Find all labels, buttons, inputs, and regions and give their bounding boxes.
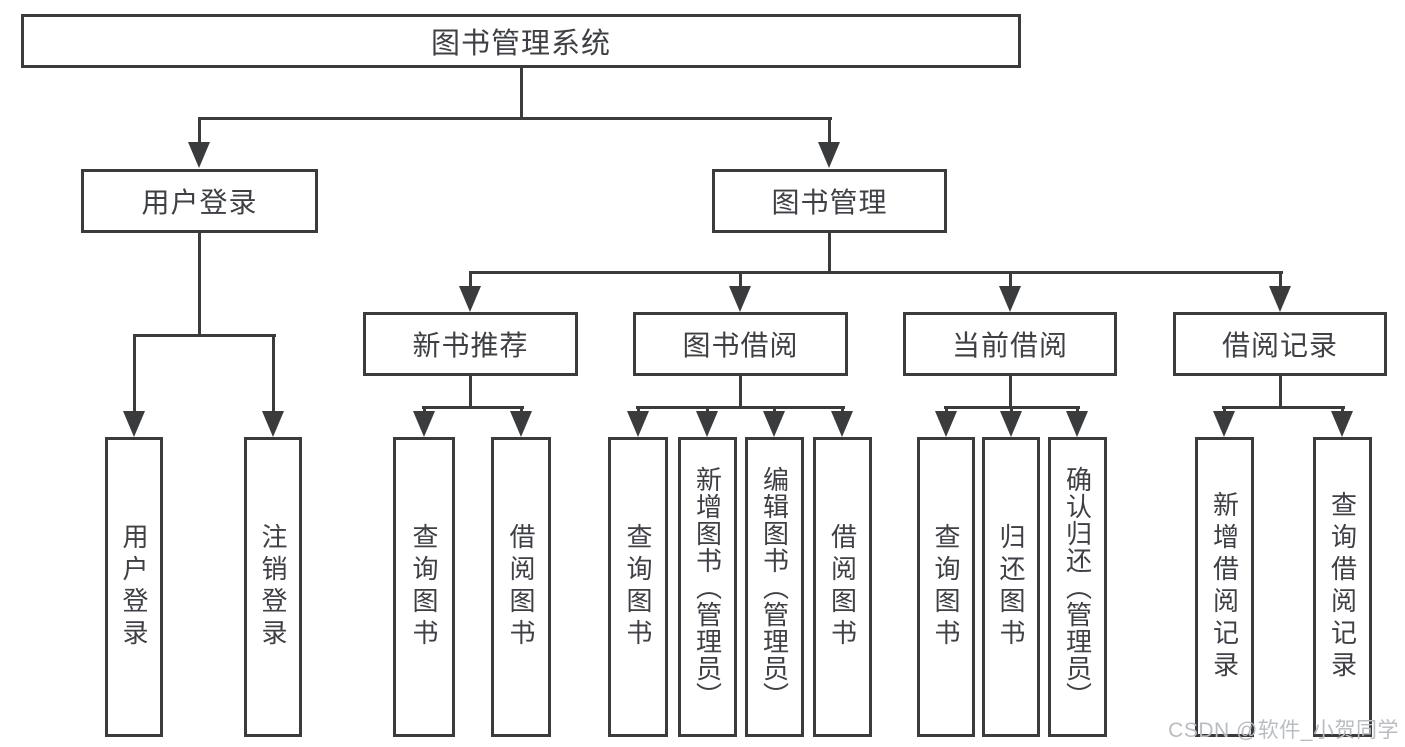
leaf-query-books-current: 查询图书	[917, 437, 975, 737]
arrowhead-down-icon	[818, 142, 840, 168]
leaf-return-books-label: 归还图书	[996, 523, 1026, 651]
node-root: 图书管理系统	[21, 14, 1021, 68]
arrowhead-down-icon	[459, 286, 481, 312]
connector-line	[469, 376, 472, 409]
connector-line	[636, 406, 845, 409]
leaf-add-borrow-record: 新增借阅记录	[1195, 437, 1254, 737]
arrowhead-down-icon	[1213, 411, 1235, 437]
leaf-query-borrow-record-label: 查询借阅记录	[1327, 491, 1358, 683]
csdn-watermark: CSDN @软件_小贺同学	[1168, 719, 1399, 742]
node-borrow-records-label: 借阅记录	[1221, 330, 1338, 361]
leaf-query-books-borrow: 查询图书	[608, 437, 668, 737]
node-book-management-label: 图书管理	[771, 187, 888, 218]
leaf-return-books: 归还图书	[982, 437, 1040, 737]
node-new-book-recommend: 新书推荐	[363, 312, 578, 376]
node-user-login-label: 用户登录	[141, 187, 258, 218]
arrowhead-down-icon	[1331, 411, 1353, 437]
connector-line	[520, 68, 523, 119]
leaf-user-login-label: 用户登录	[119, 523, 149, 651]
leaf-add-book-admin: 新增图书（管理员）	[678, 437, 737, 737]
leaf-add-book-admin-label: 新增图书（管理员）	[692, 465, 723, 709]
leaf-query-books-recommend: 查询图书	[393, 437, 455, 737]
leaf-logout-label: 注销登录	[258, 523, 288, 651]
connector-line	[198, 118, 201, 146]
arrowhead-down-icon	[935, 411, 957, 437]
node-current-borrow: 当前借阅	[903, 312, 1117, 376]
connector-line	[1009, 272, 1012, 290]
connector-line	[828, 233, 831, 274]
node-new-book-recommend-label: 新书推荐	[412, 330, 529, 361]
arrowhead-down-icon	[831, 411, 853, 437]
leaf-query-books-recommend-label: 查询图书	[409, 523, 439, 651]
leaf-confirm-return-admin-label: 确认归还（管理员）	[1062, 465, 1093, 709]
arrowhead-down-icon	[763, 411, 785, 437]
leaf-confirm-return-admin: 确认归还（管理员）	[1048, 437, 1107, 737]
node-book-borrow: 图书借阅	[633, 312, 848, 376]
arrowhead-down-icon	[510, 411, 532, 437]
arrowhead-down-icon	[262, 411, 284, 437]
node-root-label: 图书管理系统	[430, 28, 611, 60]
arrowhead-down-icon	[1269, 286, 1291, 312]
leaf-add-borrow-record-label: 新增借阅记录	[1209, 491, 1240, 683]
arrowhead-down-icon	[627, 411, 649, 437]
connector-line	[1009, 376, 1012, 409]
arrowhead-down-icon	[1066, 411, 1088, 437]
arrowhead-down-icon	[729, 286, 751, 312]
connector-line	[1279, 376, 1282, 409]
connector-line	[198, 117, 832, 120]
node-book-management: 图书管理	[712, 169, 947, 233]
leaf-edit-book-admin-label: 编辑图书（管理员）	[759, 465, 790, 709]
arrowhead-down-icon	[188, 142, 210, 168]
leaf-borrow-books: 借阅图书	[813, 437, 872, 737]
connector-line	[422, 406, 524, 409]
connector-line	[739, 272, 742, 290]
node-book-borrow-label: 图书借阅	[682, 330, 799, 361]
leaf-user-login: 用户登录	[105, 437, 163, 737]
connector-line	[133, 335, 136, 415]
connector-line	[739, 376, 742, 409]
leaf-borrow-books-label: 借阅图书	[827, 523, 858, 651]
arrowhead-down-icon	[413, 411, 435, 437]
leaf-logout: 注销登录	[244, 437, 302, 737]
connector-line	[198, 233, 201, 336]
connector-line	[133, 334, 276, 337]
arrowhead-down-icon	[1000, 411, 1022, 437]
connector-line	[469, 271, 1283, 274]
leaf-edit-book-admin: 编辑图书（管理员）	[745, 437, 804, 737]
node-borrow-records: 借阅记录	[1173, 312, 1387, 376]
leaf-query-books-borrow-label: 查询图书	[623, 523, 653, 651]
arrowhead-down-icon	[123, 411, 145, 437]
connector-line	[1279, 272, 1282, 290]
node-user-login: 用户登录	[81, 169, 318, 233]
connector-line	[272, 335, 275, 415]
connector-line	[1222, 406, 1345, 409]
leaf-query-borrow-record: 查询借阅记录	[1313, 437, 1372, 737]
leaf-borrow-books-recommend-label: 借阅图书	[506, 523, 536, 651]
leaf-query-books-current-label: 查询图书	[931, 523, 961, 651]
connector-line	[469, 272, 472, 290]
connector-line	[828, 118, 831, 146]
leaf-borrow-books-recommend: 借阅图书	[491, 437, 551, 737]
arrowhead-down-icon	[999, 286, 1021, 312]
arrowhead-down-icon	[696, 411, 718, 437]
node-current-borrow-label: 当前借阅	[951, 330, 1068, 361]
